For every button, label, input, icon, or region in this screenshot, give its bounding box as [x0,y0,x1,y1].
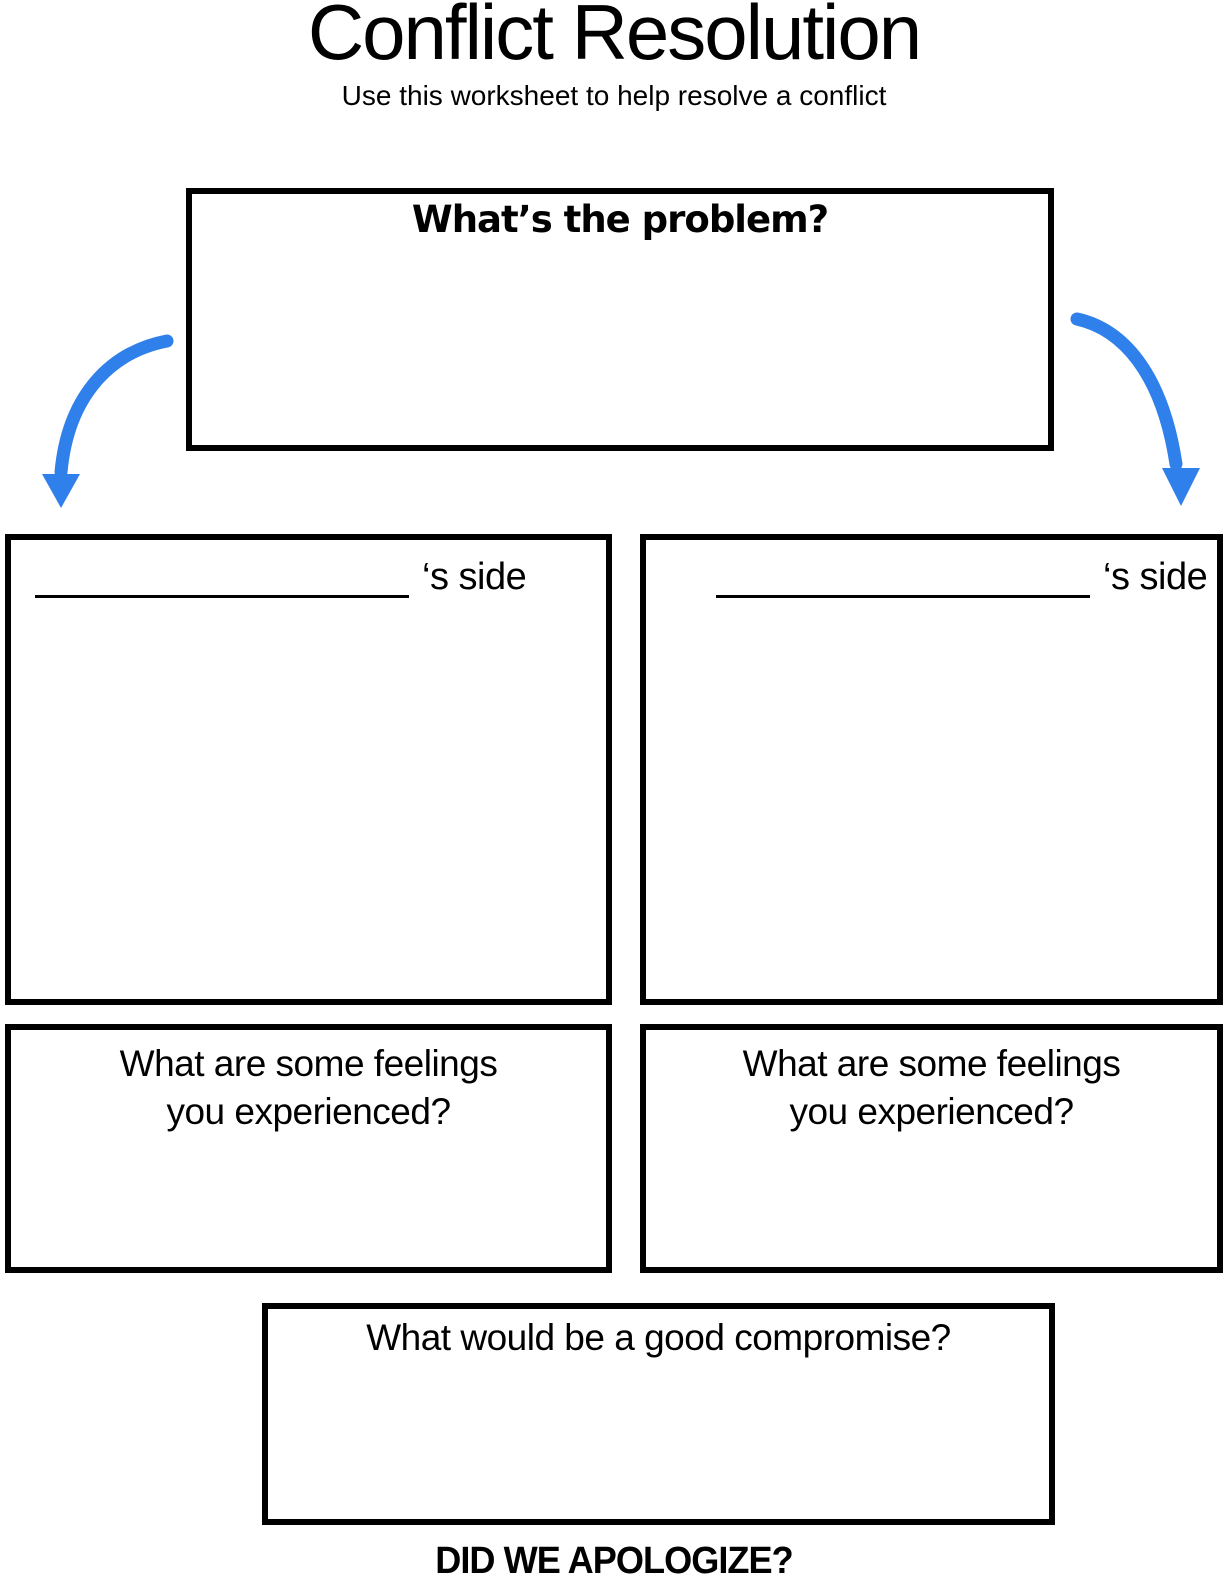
compromise-box: What would be a good compromise? [262,1303,1055,1525]
right-side-header: ‘s side [646,556,1217,598]
feelings-right-write-area[interactable] [652,1140,1211,1261]
problem-box: What’s the problem? [186,188,1054,451]
compromise-write-area[interactable] [274,1364,1043,1513]
left-side-write-area[interactable] [17,650,600,993]
feelings-question-left-line1: What are some feelings [119,1043,498,1084]
right-name-blank-line[interactable] [716,564,1090,598]
page-subtitle: Use this worksheet to help resolve a con… [341,80,887,111]
feelings-left-write-area[interactable] [17,1140,600,1261]
right-side-label: ‘s side [1103,556,1208,598]
right-side-write-area[interactable] [652,650,1211,993]
left-name-blank-line[interactable] [35,564,409,598]
footer-question: DID WE APOLOGIZE? [435,1540,793,1577]
feelings-box-left: What are some feelings you experienced? [5,1024,612,1273]
page-title: Conflict Resolution [307,0,922,76]
left-side-label: ‘s side [422,556,527,598]
left-side-box: ‘s side [5,534,612,1005]
curved-down-arrow-left-icon [42,334,174,508]
left-side-header: ‘s side [11,556,606,598]
feelings-question-left: What are some feelings you experienced? [11,1030,606,1136]
right-arrowhead-icon [1162,468,1200,506]
feelings-question-right: What are some feelings you experienced? [646,1030,1217,1136]
compromise-box-heading: What would be a good compromise? [366,1317,951,1358]
feelings-box-right: What are some feelings you experienced? [640,1024,1223,1273]
problem-write-area[interactable] [198,249,1042,439]
left-arrow-curve [54,334,174,479]
right-side-box: ‘s side [640,534,1223,1005]
feelings-question-left-line2: you experienced? [166,1091,451,1132]
left-arrowhead-icon [42,474,80,508]
feelings-question-right-line1: What are some feelings [742,1043,1121,1084]
feelings-question-right-line2: you experienced? [789,1091,1074,1132]
right-arrow-curve [1070,312,1183,471]
curved-down-arrow-right-icon [1070,312,1200,506]
problem-box-heading: What’s the problem? [411,198,829,241]
